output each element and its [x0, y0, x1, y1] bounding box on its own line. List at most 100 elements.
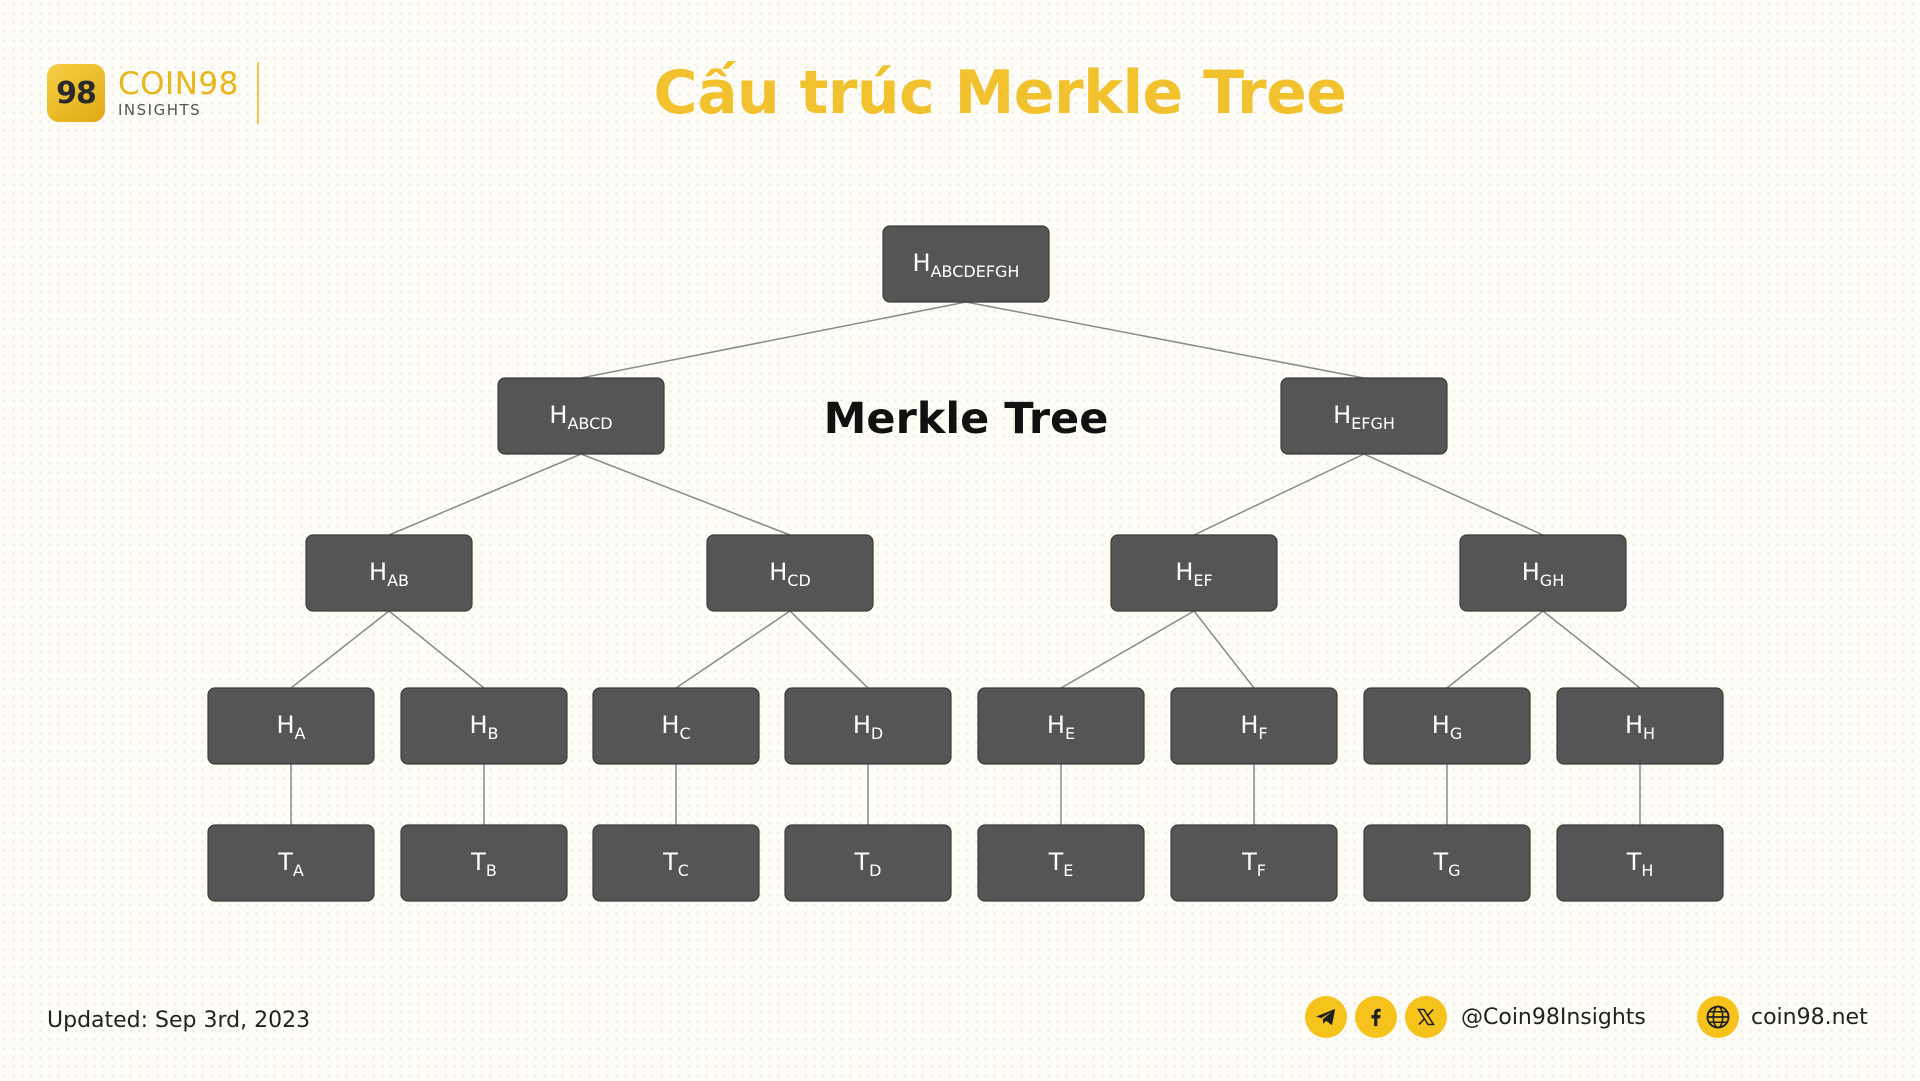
node-label-subscript: H [1641, 861, 1653, 880]
node-label-subscript: B [486, 861, 497, 880]
coin98-logo-icon: 98 [47, 64, 105, 122]
facebook-icon[interactable] [1355, 996, 1397, 1038]
updated-date: Updated: Sep 3rd, 2023 [47, 1008, 311, 1033]
node-label-main: T [1626, 848, 1642, 876]
node-label-subscript: C [678, 861, 689, 880]
node-box [1170, 687, 1338, 765]
node-label: HG [1432, 711, 1462, 743]
tree-node-ha: HA [207, 687, 375, 765]
tree-node-ab: HAB [305, 534, 473, 612]
node-box [400, 824, 568, 902]
logo-wordmark: COIN98 INSIGHTS [118, 65, 239, 118]
node-label: TC [662, 848, 689, 880]
node-box [1363, 687, 1531, 765]
edge-gh-hh [1542, 610, 1641, 689]
node-label-main: H [1432, 711, 1450, 739]
node-box [1363, 824, 1531, 902]
edges-layer [290, 301, 1641, 825]
node-box [592, 824, 760, 902]
node-label-subscript: GH [1540, 571, 1564, 590]
node-label-subscript: H [1643, 724, 1655, 743]
node-label-subscript: E [1065, 724, 1075, 743]
telegram-icon[interactable] [1305, 996, 1347, 1038]
node-label-main: H [369, 558, 387, 586]
node-label-main: T [1241, 848, 1257, 876]
node-label: HEF [1175, 558, 1212, 590]
node-label: HABCDEFGH [913, 249, 1020, 281]
header-divider [256, 62, 259, 124]
node-label-subscript: C [679, 724, 690, 743]
tree-node-th: TH [1556, 824, 1724, 902]
brand-logo[interactable]: 98 COIN98 INSIGHTS [47, 62, 259, 124]
tree-node-tb: TB [400, 824, 568, 902]
social-links: @Coin98Insights [1305, 996, 1646, 1038]
social-handle[interactable]: @Coin98Insights [1461, 1004, 1646, 1030]
node-box [977, 824, 1145, 902]
node-label-subscript: EF [1193, 571, 1212, 590]
node-box [497, 377, 665, 455]
node-box [305, 534, 473, 612]
node-label: TE [1048, 848, 1074, 880]
brand-name: COIN98 [118, 65, 239, 102]
globe-icon [1697, 996, 1739, 1038]
edge-efgh-ef [1193, 453, 1365, 536]
node-label-main: T [470, 848, 486, 876]
node-box [977, 687, 1145, 765]
node-label-subscript: G [1448, 861, 1460, 880]
tree-node-hf: HF [1170, 687, 1338, 765]
node-label: HGH [1522, 558, 1564, 590]
node-label-subscript: EFGH [1351, 414, 1395, 433]
tree-node-efgh: HEFGH [1280, 377, 1448, 455]
tree-node-cd: HCD [706, 534, 874, 612]
edge-efgh-gh [1363, 453, 1544, 536]
page-title: Cấu trúc Merkle Tree [653, 58, 1347, 128]
node-label-subscript: F [1257, 861, 1266, 880]
node-label-main: H [277, 711, 295, 739]
node-box [1459, 534, 1627, 612]
node-box [784, 824, 952, 902]
diagram-title: Merkle Tree [824, 394, 1109, 444]
node-label-main: H [1333, 401, 1351, 429]
edge-root-efgh [965, 301, 1365, 379]
edge-ef-he [1060, 610, 1195, 689]
edge-ab-hb [388, 610, 485, 689]
website-url: coin98.net [1751, 1004, 1868, 1030]
node-label-subscript: F [1258, 724, 1267, 743]
tree-node-abcd: HABCD [497, 377, 665, 455]
node-box [400, 687, 568, 765]
tree-node-tf: TF [1170, 824, 1338, 902]
edge-root-abcd [580, 301, 967, 379]
node-label-subscript: E [1063, 861, 1073, 880]
edge-abcd-ab [388, 453, 582, 536]
tree-node-he: HE [977, 687, 1145, 765]
tree-node-tc: TC [592, 824, 760, 902]
node-label: HD [853, 711, 883, 743]
node-label-subscript: A [293, 861, 304, 880]
node-label-main: H [1047, 711, 1065, 739]
node-box [1280, 377, 1448, 455]
x-icon[interactable] [1405, 996, 1447, 1038]
node-label-main: H [1240, 711, 1258, 739]
node-label-main: T [854, 848, 870, 876]
node-label-subscript: ABCD [567, 414, 612, 433]
website-link[interactable]: coin98.net [1697, 996, 1868, 1038]
tree-node-te: TE [977, 824, 1145, 902]
node-label: TG [1432, 848, 1460, 880]
edge-ab-ha [290, 610, 390, 689]
tree-node-ef: HEF [1110, 534, 1278, 612]
node-label-main: T [1432, 848, 1448, 876]
node-label-subscript: A [295, 724, 306, 743]
node-label: HH [1625, 711, 1655, 743]
node-label-subscript: D [871, 724, 883, 743]
node-label-main: H [913, 249, 931, 277]
node-label: HB [469, 711, 498, 743]
node-box [1556, 687, 1724, 765]
node-label-subscript: ABCDEFGH [931, 262, 1020, 281]
tree-node-hc: HC [592, 687, 760, 765]
tree-node-ta: TA [207, 824, 375, 902]
node-label-subscript: G [1450, 724, 1462, 743]
node-label-subscript: AB [387, 571, 409, 590]
node-box [1556, 824, 1724, 902]
